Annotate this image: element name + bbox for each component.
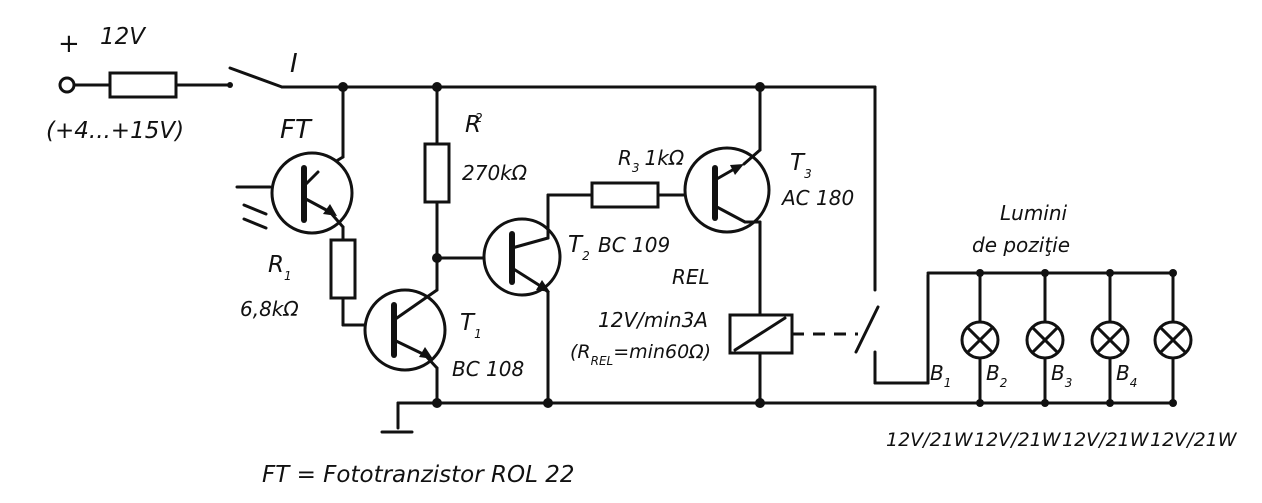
- supply-voltage-label: 12V: [100, 24, 147, 50]
- lamp-2-label: B3: [1051, 361, 1072, 390]
- r2-value: 270kΩ: [462, 161, 528, 185]
- t1-type: BC 108: [452, 357, 524, 381]
- relay-contact: [854, 305, 880, 354]
- r1-value: 6,8kΩ: [240, 297, 299, 321]
- lamp-4: 12V/21W: [1150, 269, 1238, 451]
- r1-label: R1: [268, 252, 292, 283]
- transistor-t3: T3 AC 180: [683, 85, 854, 317]
- t2-type: BC 109: [598, 233, 670, 257]
- supply-input: + 12V (+4...+15V) I: [46, 24, 877, 144]
- resistor-r2: R2 270kΩ: [423, 85, 528, 292]
- ground-bus: [380, 401, 1175, 434]
- lamp-3-label: B4: [1116, 361, 1137, 390]
- resistor-r1: R1 6,8kΩ: [240, 238, 396, 327]
- t3-type: AC 180: [780, 186, 854, 210]
- lamp-1: B2 12V/21W: [886, 269, 1007, 451]
- lamp-4-rating: 12V/21W: [1150, 429, 1238, 451]
- lamp-1-rating: 12V/21W: [886, 429, 974, 451]
- lamp-bank: Lumini de poziţie B1 B212V/21WB312V/21WB…: [886, 201, 1238, 451]
- relay-rel: REL 12V/min3A (RREL=min60Ω): [570, 85, 930, 405]
- fuse: [108, 71, 178, 99]
- transistor-t2: T2 BC 109: [435, 193, 670, 405]
- lamp-1-label: B2: [986, 361, 1007, 390]
- relay-resistance: (RREL=min60Ω): [570, 341, 711, 368]
- r2-label: R2: [465, 111, 483, 138]
- transistor-t1: T1 BC 108: [363, 288, 524, 405]
- supply-range-label: (+4...+15V): [46, 118, 184, 144]
- phototransistor-ft: FT: [235, 85, 354, 242]
- lamps-title-line2: de poziţie: [972, 233, 1070, 257]
- supply-terminal: [58, 76, 76, 94]
- relay-rating: 12V/min3A: [598, 308, 708, 332]
- t3-label: T3: [790, 150, 812, 181]
- t2-label: T2: [568, 232, 590, 263]
- lamp-3: B4 12V/21W: [1062, 269, 1150, 451]
- t1-label: T1: [460, 310, 482, 341]
- ft-label: FT: [280, 115, 313, 145]
- b1-label: B1: [930, 361, 951, 390]
- switch-label: I: [290, 49, 298, 79]
- lamp-2: B3 12V/21W: [974, 269, 1072, 451]
- relay-label: REL: [672, 265, 710, 289]
- lamps-title-line1: Lumini: [1000, 201, 1068, 225]
- lamp-3-rating: 12V/21W: [1062, 429, 1150, 451]
- footnote: FT = Fototranzistor ROL 22: [262, 462, 575, 488]
- supply-polarity: +: [58, 29, 80, 59]
- junction-dots: [338, 82, 765, 408]
- main-switch: [228, 66, 284, 89]
- lamp-2-rating: 12V/21W: [974, 429, 1062, 451]
